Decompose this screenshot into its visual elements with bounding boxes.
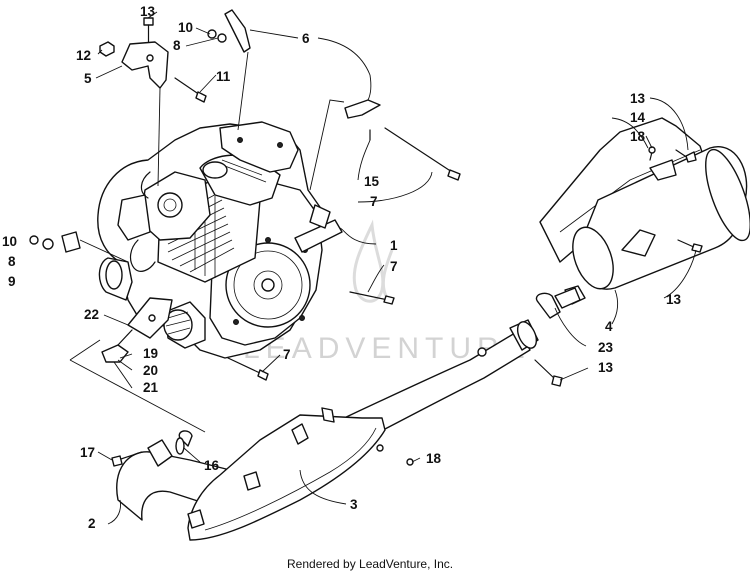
muffler-assembly: [535, 117, 750, 319]
bolt-7-bottom: [227, 357, 269, 381]
callout-22: 22: [84, 307, 99, 322]
bracket-15: [344, 99, 461, 181]
bolt-7-right: [349, 291, 395, 305]
bolt-11: [174, 77, 207, 103]
callout-7: 7: [370, 194, 378, 209]
callout-labels: 13 10 8 12 5 11 6 15 7 1 7 10 8 9 22 19 …: [2, 4, 682, 531]
callout-20: 20: [143, 363, 158, 378]
callout-18: 18: [426, 451, 442, 466]
callout-10: 10: [2, 234, 17, 249]
exhaust-pipe-2: [111, 319, 563, 521]
callout-5: 5: [84, 71, 92, 86]
pipe-heat-shield-3: [187, 407, 414, 541]
leader-lines: [95, 11, 697, 525]
callout-21: 21: [143, 380, 159, 395]
callout-7: 7: [390, 259, 398, 274]
bracket-22: [127, 297, 173, 339]
callout-2: 2: [88, 516, 96, 531]
callout-16: 16: [204, 458, 220, 473]
nut-12: [99, 41, 115, 57]
rendered-by-credit: Rendered by LeadVenture, Inc.: [287, 557, 453, 571]
callout-18: 18: [630, 129, 646, 144]
callout-17: 17: [80, 445, 95, 460]
callout-8: 8: [173, 38, 181, 53]
callout-3: 3: [350, 497, 358, 512]
washer-set-10-8-9-left: [29, 231, 129, 263]
sensor-19-20-21: [101, 329, 133, 363]
callout-13: 13: [630, 91, 646, 106]
mount-bracket-5: [121, 41, 169, 187]
callout-4: 4: [605, 319, 613, 334]
callout-9: 9: [8, 274, 16, 289]
callout-12: 12: [76, 48, 91, 63]
callout-10: 10: [178, 20, 193, 35]
callout-13: 13: [598, 360, 614, 375]
callout-13: 13: [666, 292, 682, 307]
callout-8: 8: [8, 254, 16, 269]
callout-23: 23: [598, 340, 614, 355]
callout-19: 19: [143, 346, 158, 361]
callout-6: 6: [302, 31, 310, 46]
callout-15: 15: [364, 174, 380, 189]
bolt-13-top: [143, 17, 154, 43]
callout-7: 7: [283, 347, 291, 362]
callout-11: 11: [216, 69, 231, 84]
callout-13: 13: [140, 4, 156, 19]
callout-14: 14: [630, 110, 646, 125]
mount-bracket-6: [224, 9, 251, 131]
callout-1: 1: [390, 238, 398, 253]
gasket-16: [69, 339, 206, 455]
